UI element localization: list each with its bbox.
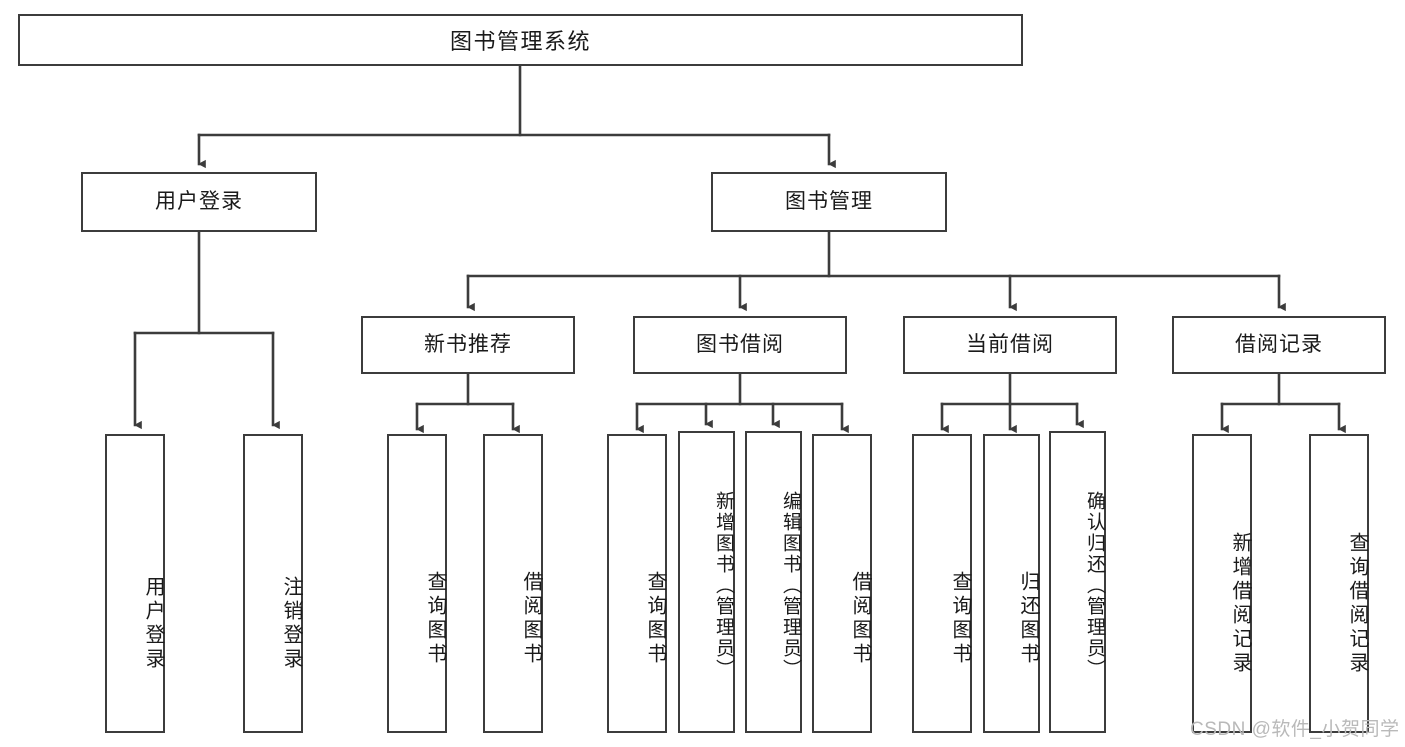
- node-current-borrow[interactable]: 当前借阅: [903, 316, 1117, 374]
- leaf-add-borrow-record[interactable]: 新增借阅记录: [1192, 434, 1252, 733]
- node-user-login[interactable]: 用户登录: [81, 172, 317, 232]
- node-book-borrow[interactable]: 图书借阅: [633, 316, 847, 374]
- leaf-edit-book-admin[interactable]: 编辑图书（管理员）: [745, 431, 802, 733]
- leaf-add-book-admin[interactable]: 新增图书（管理员）: [678, 431, 735, 733]
- node-root-book-management-system[interactable]: 图书管理系统: [18, 14, 1023, 66]
- leaf-confirm-return-admin[interactable]: 确认归还（管理员）: [1049, 431, 1106, 733]
- node-new-book-recommend[interactable]: 新书推荐: [361, 316, 575, 374]
- node-borrow-record[interactable]: 借阅记录: [1172, 316, 1386, 374]
- leaf-user-login[interactable]: 用户登录: [105, 434, 165, 733]
- node-book-management[interactable]: 图书管理: [711, 172, 947, 232]
- leaf-borrow-book-borrow[interactable]: 借阅图书: [812, 434, 872, 733]
- leaf-query-book-borrow[interactable]: 查询图书: [607, 434, 667, 733]
- leaf-query-book-recommend[interactable]: 查询图书: [387, 434, 447, 733]
- leaf-return-book[interactable]: 归还图书: [983, 434, 1040, 733]
- csdn-watermark: CSDN @软件_小贺同学: [1190, 719, 1400, 740]
- leaf-query-borrow-record[interactable]: 查询借阅记录: [1309, 434, 1369, 733]
- leaf-borrow-book-recommend[interactable]: 借阅图书: [483, 434, 543, 733]
- leaf-logout-login[interactable]: 注销登录: [243, 434, 303, 733]
- leaf-query-book-current[interactable]: 查询图书: [912, 434, 972, 733]
